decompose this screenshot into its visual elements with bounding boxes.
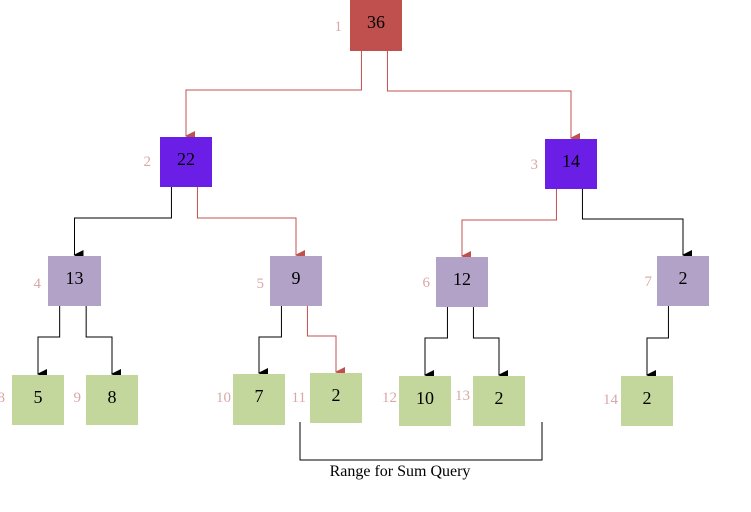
tree-node-7: 27 xyxy=(645,256,709,306)
tree-node-11: 2 11 xyxy=(292,373,362,423)
tree-node-1: 36 1 xyxy=(335,0,402,51)
tree-node-8-value: 5 xyxy=(34,387,43,407)
tree-node-6: 12 6 xyxy=(423,257,488,307)
tree-node-10-value: 7 xyxy=(255,386,264,406)
edge-4-to-9 xyxy=(85,306,121,379)
edges-layer xyxy=(37,51,692,380)
tree-node-4-index-label: 4 xyxy=(34,276,42,292)
tree-node-8-index-label: 8 xyxy=(0,390,5,406)
tree-node-6-value: 12 xyxy=(453,269,471,289)
tree-node-13-value: 2 xyxy=(495,388,504,408)
edge-6-to-13 xyxy=(472,307,508,380)
tree-node-5-value: 9 xyxy=(292,268,301,288)
tree-node-3-box xyxy=(545,139,597,189)
tree-node-9-value: 8 xyxy=(108,387,117,407)
range-bracket-line xyxy=(299,422,543,461)
tree-node-4-value: 13 xyxy=(66,268,84,288)
tree-node-9-box xyxy=(86,375,138,425)
tree-node-8-box xyxy=(12,375,64,425)
edge-5-to-11 xyxy=(306,306,345,377)
tree-node-3-index-label: 3 xyxy=(531,157,539,173)
edge-6-to-12 xyxy=(424,307,448,380)
tree-node-14-value: 2 xyxy=(643,388,652,408)
edge-4-to-8 xyxy=(37,306,61,379)
tree-node-4: 13 4 xyxy=(34,256,101,306)
tree-node-6-index-label: 6 xyxy=(423,275,431,291)
tree-node-5-index-label: 5 xyxy=(257,276,265,292)
tree-node-14-index-label: 14 xyxy=(603,392,619,408)
tree-node-2-value: 22 xyxy=(177,149,195,169)
range-caption: Range for Sum Query xyxy=(330,463,471,480)
tree-node-12-value: 10 xyxy=(416,388,434,408)
tree-node-10-index-label: 10 xyxy=(216,390,231,406)
tree-node-12: 10 12 xyxy=(382,376,451,426)
range-bracket: Range for Sum Query xyxy=(299,422,543,480)
tree-node-3: 14 3 xyxy=(531,139,597,189)
tree-node-2-index-label: 2 xyxy=(144,154,152,170)
tree-node-3-value: 14 xyxy=(562,151,580,171)
edge-1-to-3 xyxy=(386,51,580,143)
tree-node-13: 2 13 xyxy=(455,376,525,426)
tree-node-5-box xyxy=(270,256,322,306)
tree-node-1-value: 36 xyxy=(367,12,385,32)
edge-2-to-5 xyxy=(196,187,305,260)
tree-node-12-box xyxy=(399,376,451,426)
tree-node-9: 89 xyxy=(74,375,138,425)
tree-node-9-index-label: 9 xyxy=(74,390,82,406)
edge-7-to-14 xyxy=(646,306,669,380)
tree-node-10-box xyxy=(233,374,285,425)
tree-node-7-box xyxy=(657,256,709,306)
tree-node-11-value: 2 xyxy=(332,385,341,405)
tree-node-13-box xyxy=(473,376,525,426)
edge-5-to-10 xyxy=(258,306,282,378)
tree-node-8: 58 xyxy=(0,375,64,425)
tree-node-1-index-label: 1 xyxy=(335,19,343,35)
tree-node-2-box xyxy=(160,137,212,187)
edge-1-to-2 xyxy=(185,51,362,141)
tree-node-4-box xyxy=(48,256,101,306)
tree-node-7-index-label: 7 xyxy=(645,274,653,290)
tree-node-11-box xyxy=(310,373,362,423)
tree-node-5: 95 xyxy=(257,256,322,306)
edge-2-to-4 xyxy=(73,187,172,260)
tree-node-14: 2 14 xyxy=(603,376,673,426)
tree-node-10: 7 10 xyxy=(216,374,285,425)
tree-node-13-index-label: 13 xyxy=(455,388,470,404)
edge-3-to-7 xyxy=(581,189,692,260)
edge-3-to-6 xyxy=(461,189,557,261)
tree-node-6-box xyxy=(436,257,488,307)
tree-node-7-value: 2 xyxy=(679,268,688,288)
tree-node-2: 222 xyxy=(144,137,212,187)
tree-node-12-index-label: 12 xyxy=(382,390,397,406)
tree-node-11-index-label: 11 xyxy=(292,390,306,406)
tree-node-1-box xyxy=(350,0,402,51)
tree-node-14-box xyxy=(621,376,673,426)
